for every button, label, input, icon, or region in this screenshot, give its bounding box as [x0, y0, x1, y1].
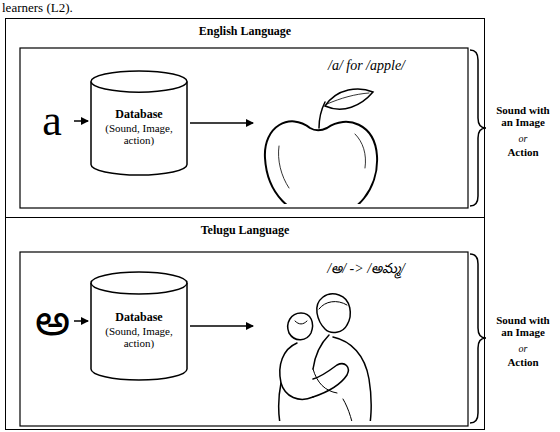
language-panel: English Language a Database(Sound, Image, …: [5, 18, 485, 218]
picture-node: /a/ for /apple/: [255, 58, 405, 204]
picture-node: /అ/ -> /అమ్మ/: [255, 261, 405, 421]
brace: [470, 50, 486, 206]
panel-title: English Language: [6, 24, 484, 39]
database-heading: Database: [115, 310, 162, 325]
database-heading: Database: [115, 107, 162, 122]
or-label: or: [490, 343, 556, 354]
letter-node: a: [32, 96, 72, 146]
output-label: Sound with an Image: [490, 314, 556, 338]
database-contents: (Sound, Image, action): [96, 122, 182, 146]
flow-arrow: [190, 122, 253, 124]
letter-symbol: అ: [35, 299, 70, 343]
caption-fragment: learners (L2).: [2, 0, 122, 16]
flow-arrow: [74, 120, 88, 122]
sound-word-label: /అ/ -> /అమ్మ/: [327, 261, 405, 280]
letter-symbol: a: [42, 99, 62, 143]
inner-frame: [20, 252, 468, 426]
panel-title: Telugu Language: [6, 223, 484, 238]
flow-arrow: [74, 320, 88, 322]
letter-node: అ: [32, 295, 72, 347]
language-panel: Telugu Language అ Database(Sound, Image, a…: [5, 218, 485, 430]
apple-illustration: [255, 76, 405, 204]
output-label: Sound with an Image: [490, 104, 556, 128]
database-contents: (Sound, Image, action): [96, 325, 182, 349]
database-cylinder: Database(Sound, Image, action): [90, 271, 188, 381]
inner-frame: [20, 48, 468, 208]
sound-word-label: /a/ for /apple/: [328, 58, 405, 74]
output-label: Action: [490, 356, 556, 368]
database-cylinder: Database(Sound, Image, action): [90, 70, 188, 176]
mother-illustration: [255, 279, 405, 421]
output-label: Action: [490, 146, 556, 158]
flow-arrow: [190, 325, 253, 327]
or-label: or: [490, 133, 556, 144]
brace: [470, 254, 486, 423]
